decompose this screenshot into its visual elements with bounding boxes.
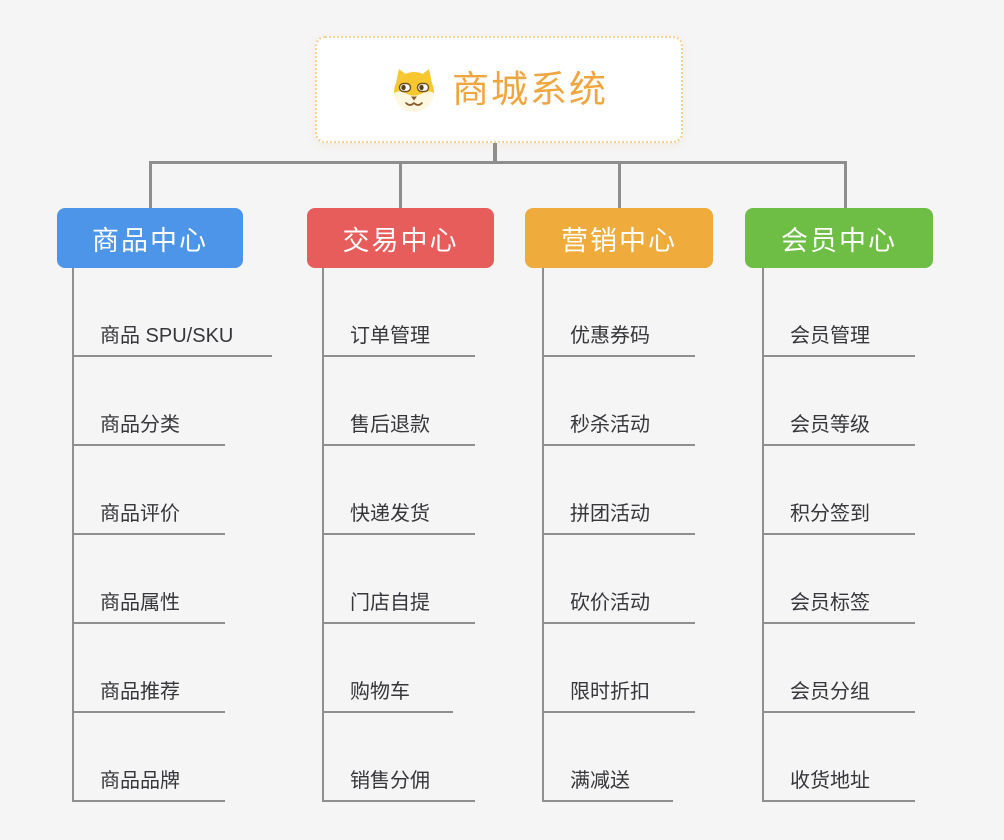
mindmap-node-item[interactable]: 商品分类 <box>72 412 225 446</box>
branch-label-member-center: 会员中心 <box>781 225 897 256</box>
mindmap-node-item[interactable]: 会员等级 <box>762 412 915 446</box>
connector-drop-member <box>844 161 847 209</box>
mindmap-node-item[interactable]: 会员分组 <box>762 679 915 713</box>
connector-drop-trade <box>399 161 402 209</box>
root-node[interactable]: 商城系统 <box>315 36 683 143</box>
branch-box-product-center[interactable]: 商品中心 <box>57 208 243 268</box>
mindmap-node-item[interactable]: 商品推荐 <box>72 679 225 713</box>
mindmap-node-item[interactable]: 限时折扣 <box>542 679 695 713</box>
connector-horizontal-bus <box>149 161 847 164</box>
mindmap-node-item[interactable]: 会员标签 <box>762 590 915 624</box>
branch-box-trade-center[interactable]: 交易中心 <box>307 208 494 268</box>
branch-children-member-center: 会员管理 会员等级 积分签到 会员标签 会员分组 收货地址 <box>762 0 972 840</box>
root-label: 商城系统 <box>452 69 608 110</box>
branch-label-marketing-center: 营销中心 <box>561 225 677 256</box>
branch-label-trade-center: 交易中心 <box>342 225 459 256</box>
mindmap-node-item[interactable]: 商品品牌 <box>72 768 225 802</box>
trunk-line <box>542 268 544 802</box>
mindmap-node-item[interactable]: 商品 SPU/SKU <box>72 323 272 357</box>
mindmap-node-item[interactable]: 订单管理 <box>322 323 475 357</box>
connector-drop-marketing <box>618 161 621 209</box>
mindmap-node-item[interactable]: 满减送 <box>542 768 673 802</box>
mindmap-node-item[interactable]: 购物车 <box>322 679 453 713</box>
mindmap-node-item[interactable]: 优惠券码 <box>542 323 695 357</box>
trunk-line <box>322 268 324 802</box>
branch-label-product-center: 商品中心 <box>92 225 208 256</box>
mindmap-node-item[interactable]: 销售分佣 <box>322 768 475 802</box>
branch-children-trade-center: 订单管理 售后退款 快递发货 门店自提 购物车 销售分佣 <box>322 0 532 840</box>
mindmap-node-item[interactable]: 积分签到 <box>762 501 915 535</box>
trunk-line <box>72 268 74 802</box>
branch-children-marketing-center: 优惠券码 秒杀活动 拼团活动 砍价活动 限时折扣 满减送 <box>542 0 752 840</box>
mindmap-node-item[interactable]: 会员管理 <box>762 323 915 357</box>
branch-box-member-center[interactable]: 会员中心 <box>745 208 933 268</box>
shiba-dog-icon <box>390 66 438 114</box>
connector-root-stem <box>493 143 497 164</box>
trunk-line <box>762 268 764 802</box>
mindmap-node-item[interactable]: 售后退款 <box>322 412 475 446</box>
mindmap-node-item[interactable]: 秒杀活动 <box>542 412 695 446</box>
mindmap-node-item[interactable]: 砍价活动 <box>542 590 695 624</box>
branch-box-marketing-center[interactable]: 营销中心 <box>525 208 713 268</box>
mindmap-node-item[interactable]: 快递发货 <box>322 501 475 535</box>
connector-drop-product <box>149 161 152 209</box>
mindmap-node-item[interactable]: 收货地址 <box>762 768 915 802</box>
mindmap-node-item[interactable]: 商品属性 <box>72 590 225 624</box>
mindmap-node-item[interactable]: 门店自提 <box>322 590 475 624</box>
mindmap-node-item[interactable]: 拼团活动 <box>542 501 695 535</box>
mindmap-node-item[interactable]: 商品评价 <box>72 501 225 535</box>
branch-children-product-center: 商品 SPU/SKU 商品分类 商品评价 商品属性 商品推荐 商品品牌 <box>72 0 282 840</box>
